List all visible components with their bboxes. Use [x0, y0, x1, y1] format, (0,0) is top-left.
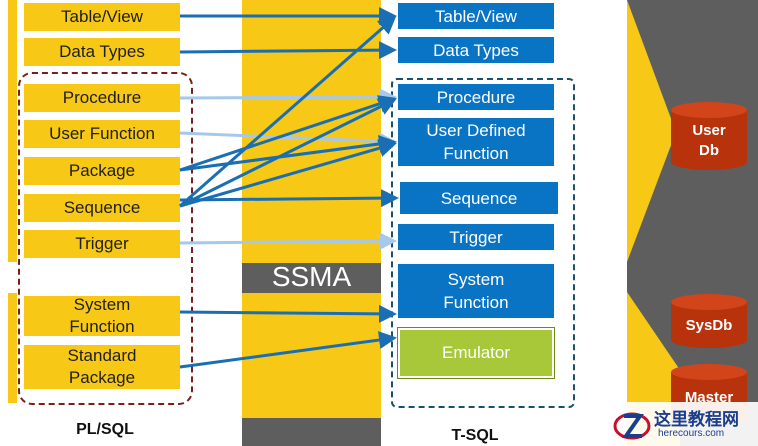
- tsql-item-trigger: Trigger: [398, 224, 554, 250]
- arrow-trigger: [179, 232, 397, 251]
- db-label-master: Master: [684, 389, 734, 406]
- tsql-label: T-SQL: [451, 427, 499, 444]
- plsql-item-system-function: System Function: [24, 295, 180, 336]
- watermark-title: 这里教程网: [654, 410, 739, 430]
- plsql-item-user-function: User Function: [24, 120, 180, 148]
- arrow-procedure: [179, 88, 397, 107]
- arrow-user-function: [179, 131, 397, 151]
- plsql-item-trigger: Trigger: [24, 230, 180, 258]
- arrow-sequence: [179, 189, 399, 208]
- arrow-data-types: [179, 41, 397, 60]
- tsql-item-emulator: Emulator: [397, 327, 555, 379]
- tsql-item-system-function: System Function: [398, 264, 554, 318]
- plsql-item-sequence: Sequence: [24, 194, 180, 222]
- tsql-item-table-view: Table/View: [398, 3, 554, 29]
- left-accent-bar-bottom: [8, 293, 17, 403]
- db-label-sys: SysDb: [685, 317, 733, 334]
- left-accent-bar: [8, 0, 17, 262]
- tsql-item-data-types: Data Types: [398, 37, 554, 63]
- plsql-item-data-types: Data Types: [24, 38, 180, 66]
- arrow-sequence-procedure: [179, 98, 397, 208]
- arrow-sequence-table-view: [179, 16, 397, 208]
- watermark-url: herecours.com: [658, 428, 725, 439]
- tsql-item-user-defined-function: User Defined Function: [398, 118, 554, 166]
- chevron-top: [627, 0, 676, 262]
- watermark: 这里教程网 herecours.com: [610, 402, 758, 446]
- ssma-label: SSMA: [271, 261, 352, 292]
- watermark-logo-icon: [613, 412, 651, 440]
- plsql-item-table-view: Table/View: [24, 3, 180, 31]
- plsql-group-border: [18, 72, 193, 405]
- db-cylinder-sys: [671, 294, 747, 348]
- plsql-label: PL/SQL: [76, 421, 134, 438]
- arrow-package-udf: [179, 135, 397, 172]
- plsql-item-package: Package: [24, 157, 180, 185]
- tsql-item-procedure: Procedure: [398, 84, 554, 110]
- tsql-item-sequence: Sequence: [400, 182, 558, 214]
- plsql-item-procedure: Procedure: [24, 84, 180, 112]
- ssma-band: [242, 263, 381, 293]
- arrow-standard-package: [179, 331, 397, 369]
- db-label-user: User Db: [692, 122, 726, 159]
- arrow-package-procedure: [179, 95, 397, 172]
- arrow-sequence-udf: [179, 139, 397, 208]
- plsql-item-standard-package: Standard Package: [24, 345, 180, 389]
- ssma-column-base: [242, 418, 381, 446]
- db-cylinder-user: [671, 102, 747, 170]
- arrow-system-function: [179, 304, 397, 323]
